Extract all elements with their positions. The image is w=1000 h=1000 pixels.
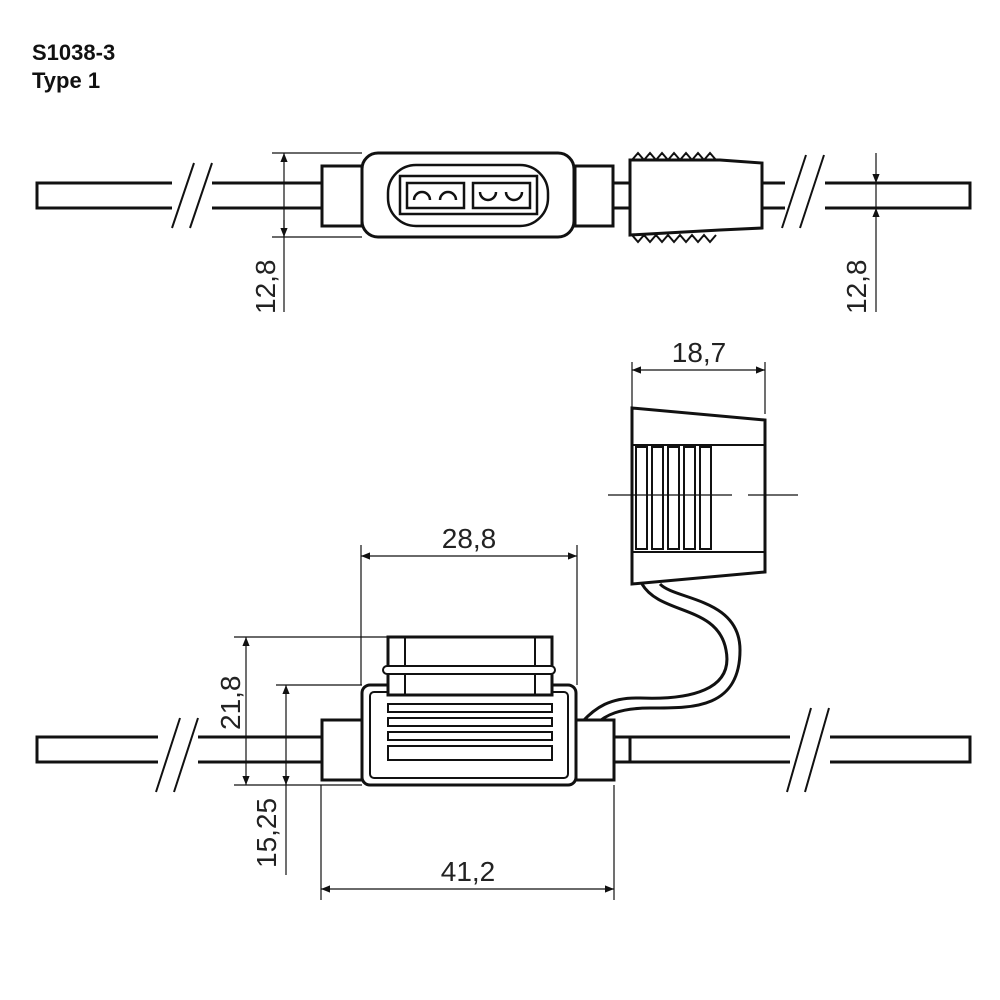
dim-body-height: 15,25 bbox=[251, 684, 362, 875]
fuse-blade-icon bbox=[405, 181, 532, 210]
dim-top-right: 12,8 bbox=[841, 153, 880, 315]
dim-holder-width: 28,8 bbox=[360, 523, 578, 685]
dim-top-left: 12,8 bbox=[250, 152, 362, 315]
dim-total-length-label: 41,2 bbox=[441, 856, 496, 887]
dim-total-height-label: 21,8 bbox=[215, 676, 246, 731]
top-cap bbox=[628, 151, 764, 244]
top-wire-left bbox=[35, 162, 329, 229]
top-view: 12,8 12,8 bbox=[35, 151, 972, 315]
top-right-sleeve bbox=[573, 164, 615, 228]
front-wire-right bbox=[628, 707, 972, 793]
dim-total-length: 41,2 bbox=[320, 785, 615, 900]
front-left-sleeve bbox=[320, 718, 364, 782]
front-strap bbox=[580, 582, 742, 727]
dim-top-right-label: 12,8 bbox=[841, 260, 872, 315]
type-label: Type 1 bbox=[32, 68, 101, 93]
front-wire-left bbox=[35, 717, 329, 793]
dim-total-height: 21,8 bbox=[215, 636, 388, 786]
dim-cap-width-label: 18,7 bbox=[672, 337, 727, 368]
dim-cap-width: 18,7 bbox=[631, 337, 766, 414]
front-cap bbox=[608, 406, 798, 586]
top-holder-body bbox=[360, 151, 576, 239]
dim-top-left-label: 12,8 bbox=[250, 260, 281, 315]
front-view: 18,7 28,8 21,8 15,25 41,2 bbox=[35, 337, 972, 900]
top-wire-right bbox=[758, 154, 972, 229]
part-number: S1038-3 bbox=[32, 40, 116, 65]
dim-holder-width-label: 28,8 bbox=[442, 523, 497, 554]
top-left-sleeve bbox=[320, 164, 364, 228]
front-holder-body bbox=[360, 683, 578, 787]
front-fuse-top bbox=[382, 635, 556, 697]
front-right-sleeve bbox=[574, 718, 616, 782]
dim-body-height-label: 15,25 bbox=[251, 798, 282, 868]
